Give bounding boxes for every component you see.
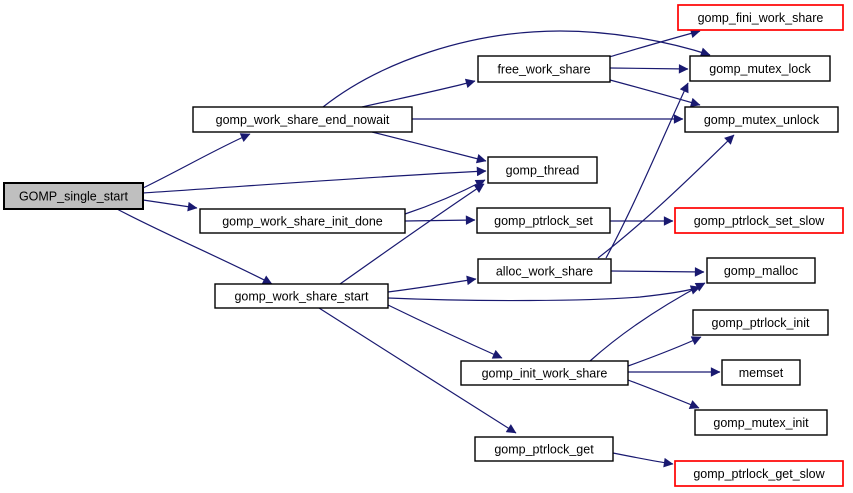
call-edge-free_work_share-to-gomp_mutex_unlock	[609, 79, 701, 108]
graph-node-box-gomp_ptrlock_get	[474, 436, 614, 462]
graph-node-label-gomp_thread: gomp_thread	[506, 163, 580, 177]
graph-node-memset[interactable]: memset	[721, 359, 801, 386]
call-edge-alloc_work_share-to-gomp_mutex_unlock	[597, 134, 735, 259]
graph-node-box-gomp_work_share_init_done	[199, 208, 406, 234]
graph-node-box-gomp_malloc	[706, 257, 816, 284]
graph-node-label-gomp_work_share_start: gomp_work_share_start	[234, 289, 369, 303]
graph-node-GOMP_single_start[interactable]: GOMP_single_start	[3, 182, 144, 210]
call-edge-gomp_work_share_end_nowait-to-gomp_thread	[371, 131, 487, 164]
graph-node-alloc_work_share[interactable]: alloc_work_share	[477, 258, 612, 284]
graph-node-box-memset	[721, 359, 801, 386]
graph-node-label-gomp_malloc: gomp_malloc	[724, 264, 798, 278]
graph-node-box-gomp_work_share_end_nowait	[192, 106, 413, 133]
nodes-layer: GOMP_single_start gomp_work_share_end_now…	[3, 4, 844, 487]
call-edge-free_work_share-to-gomp_mutex_lock	[609, 64, 689, 74]
graph-node-label-alloc_work_share: alloc_work_share	[496, 264, 593, 278]
graph-node-free_work_share[interactable]: free_work_share	[477, 55, 611, 83]
call-edge-gomp_work_share_init_done-to-gomp_ptrlock_set	[404, 215, 476, 225]
graph-node-label-memset: memset	[739, 366, 784, 380]
graph-node-gomp_mutex_init[interactable]: gomp_mutex_init	[694, 409, 828, 436]
call-edge-gomp_work_share_init_done-to-gomp_thread	[404, 179, 486, 215]
call-edge-GOMP_single_start-to-gomp_work_share_init_done	[142, 199, 198, 212]
call-edge-gomp_ptrlock_get-to-gomp_ptrlock_get_slow	[612, 452, 674, 468]
graph-node-box-free_work_share	[477, 55, 611, 83]
graph-node-gomp_ptrlock_get[interactable]: gomp_ptrlock_get	[474, 436, 614, 462]
graph-node-gomp_mutex_unlock[interactable]: gomp_mutex_unlock	[684, 106, 839, 133]
call-edge-gomp_work_share_end_nowait-to-free_work_share	[361, 78, 476, 108]
graph-node-box-gomp_ptrlock_set_slow	[674, 207, 844, 234]
graph-node-box-alloc_work_share	[477, 258, 612, 284]
graph-node-box-gomp_thread	[487, 156, 598, 184]
graph-node-gomp_ptrlock_get_slow[interactable]: gomp_ptrlock_get_slow	[674, 460, 844, 487]
graph-node-label-gomp_ptrlock_set: gomp_ptrlock_set	[494, 214, 593, 228]
graph-node-gomp_work_share_start[interactable]: gomp_work_share_start	[214, 283, 389, 309]
graph-node-gomp_work_share_init_done[interactable]: gomp_work_share_init_done	[199, 208, 406, 234]
graph-node-box-gomp_fini_work_share	[677, 4, 844, 31]
graph-node-gomp_fini_work_share[interactable]: gomp_fini_work_share	[677, 4, 844, 31]
graph-node-gomp_ptrlock_set_slow[interactable]: gomp_ptrlock_set_slow	[674, 207, 844, 234]
graph-node-box-gomp_ptrlock_set	[476, 207, 611, 234]
call-edge-GOMP_single_start-to-gomp_work_share_start	[116, 208, 273, 285]
graph-node-box-gomp_ptrlock_get_slow	[674, 460, 844, 487]
graph-node-box-gomp_mutex_init	[694, 409, 828, 436]
call-edge-gomp_init_work_share-to-gomp_malloc	[589, 282, 706, 362]
edges-layer	[116, 28, 735, 468]
call-edge-gomp_work_share_start-to-gomp_init_work_share	[387, 304, 503, 359]
graph-node-label-gomp_ptrlock_init: gomp_ptrlock_init	[712, 316, 810, 330]
call-edge-free_work_share-to-gomp_fini_work_share	[608, 28, 701, 58]
call-edge-gomp_init_work_share-to-gomp_ptrlock_init	[627, 336, 702, 367]
graph-node-label-gomp_mutex_unlock: gomp_mutex_unlock	[704, 113, 820, 127]
graph-node-label-GOMP_single_start: GOMP_single_start	[19, 189, 129, 203]
graph-node-gomp_thread[interactable]: gomp_thread	[487, 156, 598, 184]
graph-node-box-gomp_mutex_lock	[689, 55, 831, 82]
call-edge-gomp_work_share_start-to-gomp_ptrlock_get	[318, 307, 517, 434]
graph-node-gomp_ptrlock_init[interactable]: gomp_ptrlock_init	[692, 309, 829, 336]
call-edge-gomp_init_work_share-to-gomp_mutex_init	[627, 379, 700, 409]
graph-node-box-GOMP_single_start	[3, 182, 144, 210]
graph-node-box-gomp_mutex_unlock	[684, 106, 839, 133]
call-edge-GOMP_single_start-to-gomp_thread	[142, 166, 487, 194]
call-edge-alloc_work_share-to-gomp_malloc	[610, 267, 705, 277]
graph-node-gomp_work_share_end_nowait[interactable]: gomp_work_share_end_nowait	[192, 106, 413, 133]
graph-node-gomp_ptrlock_set[interactable]: gomp_ptrlock_set	[476, 207, 611, 234]
graph-node-gomp_malloc[interactable]: gomp_malloc	[706, 257, 816, 284]
graph-node-box-gomp_init_work_share	[460, 360, 629, 386]
graph-node-label-free_work_share: free_work_share	[497, 62, 590, 76]
call-edge-gomp_work_share_start-to-gomp_malloc	[387, 285, 701, 302]
graph-node-gomp_mutex_lock[interactable]: gomp_mutex_lock	[689, 55, 831, 82]
graph-node-label-gomp_init_work_share: gomp_init_work_share	[482, 366, 608, 380]
graph-node-label-gomp_ptrlock_set_slow: gomp_ptrlock_set_slow	[694, 214, 826, 228]
graph-node-label-gomp_fini_work_share: gomp_fini_work_share	[698, 11, 824, 25]
graph-node-box-gomp_ptrlock_init	[692, 309, 829, 336]
graph-node-gomp_init_work_share[interactable]: gomp_init_work_share	[460, 360, 629, 386]
call-edge-alloc_work_share-to-gomp_mutex_lock	[605, 82, 689, 259]
graph-node-label-gomp_work_share_end_nowait: gomp_work_share_end_nowait	[216, 113, 390, 127]
graph-node-box-gomp_work_share_start	[214, 283, 389, 309]
call-edge-gomp_work_share_start-to-alloc_work_share	[387, 275, 477, 293]
graph-node-label-gomp_mutex_init: gomp_mutex_init	[713, 416, 809, 430]
graph-node-label-gomp_mutex_lock: gomp_mutex_lock	[709, 62, 811, 76]
graph-node-label-gomp_ptrlock_get_slow: gomp_ptrlock_get_slow	[693, 467, 825, 481]
graph-node-label-gomp_work_share_init_done: gomp_work_share_init_done	[222, 214, 383, 228]
call-edge-gomp_work_share_start-to-gomp_thread	[339, 183, 485, 285]
call-edge-GOMP_single_start-to-gomp_work_share_end_nowait	[142, 133, 251, 189]
graph-node-label-gomp_ptrlock_get: gomp_ptrlock_get	[494, 442, 594, 456]
